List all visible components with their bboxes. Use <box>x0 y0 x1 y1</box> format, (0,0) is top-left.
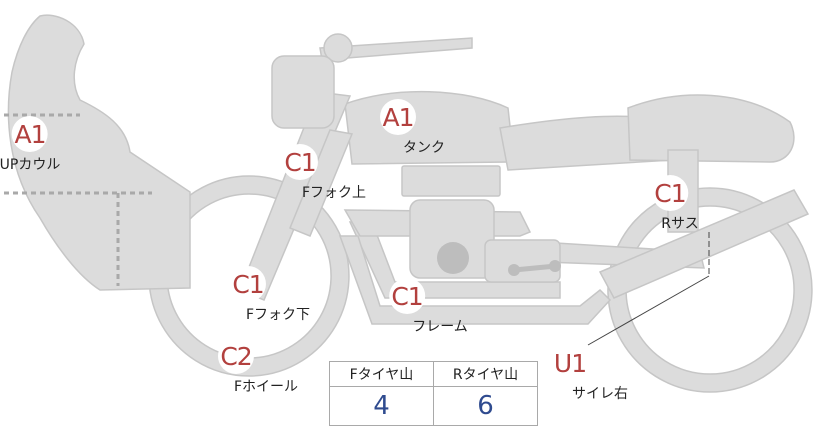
part-code: C1 <box>282 144 318 180</box>
part-code: A1 <box>11 116 48 152</box>
seat <box>627 94 795 163</box>
tire-table-value-row: 4 6 <box>329 386 538 426</box>
part-up-cowl[interactable]: A1 UPカウル <box>0 116 60 174</box>
tire-table-header-row: Fタイヤ山 Rタイヤ山 <box>329 361 538 387</box>
frame-lower <box>338 235 612 325</box>
part-label: Fホイール <box>233 379 299 395</box>
tire-tread-table: Fタイヤ山 Rタイヤ山 4 6 <box>329 361 538 426</box>
fork-left <box>239 91 352 301</box>
leader-line-silencer <box>587 275 710 346</box>
part-code: C1 <box>389 278 425 314</box>
part-front-fork-lower[interactable]: C1 Fフォク下 <box>186 266 310 324</box>
engine-block <box>409 199 495 279</box>
part-code: U1 <box>552 345 588 381</box>
front-tire-header: Fタイヤ山 <box>329 361 434 387</box>
part-code: C1 <box>651 175 688 211</box>
handlebar-end <box>323 33 353 63</box>
rear-tire-value: 6 <box>433 386 538 426</box>
part-rear-suspension[interactable]: C1 Rサス <box>641 175 699 233</box>
part-label: フレーム <box>412 319 468 335</box>
engine-top <box>401 165 501 197</box>
rear-wheel <box>607 187 813 393</box>
part-code: C2 <box>218 338 254 374</box>
part-label: Fフォク上 <box>301 185 367 201</box>
part-frame[interactable]: C1 フレーム <box>346 278 468 336</box>
rear-axle <box>513 263 557 273</box>
engine-cover <box>437 242 469 274</box>
front-tire-value: 4 <box>329 386 434 426</box>
muffler <box>598 189 810 299</box>
part-tank[interactable]: A1 タンク <box>351 99 445 157</box>
part-front-wheel[interactable]: C2 Fホイール <box>174 338 298 396</box>
part-label: Fフォク下 <box>245 307 311 323</box>
fairing <box>7 14 191 291</box>
part-silencer-right[interactable]: U1 サイレ右 <box>512 345 628 403</box>
fork-right <box>289 129 354 237</box>
part-label: サイレ右 <box>572 386 628 402</box>
rear-axle-end <box>549 260 561 272</box>
headlight <box>271 55 335 129</box>
part-label: Rサス <box>661 216 699 232</box>
engine-case <box>484 239 561 283</box>
part-code: A1 <box>380 99 416 135</box>
rear-axle-end <box>508 264 520 276</box>
part-label: UPカウル <box>0 157 61 173</box>
part-code: C1 <box>230 266 266 302</box>
rear-tire-header: Rタイヤ山 <box>433 361 538 387</box>
part-front-fork-upper[interactable]: C1 Fフォク上 <box>234 144 366 202</box>
part-label: タンク <box>403 140 445 156</box>
